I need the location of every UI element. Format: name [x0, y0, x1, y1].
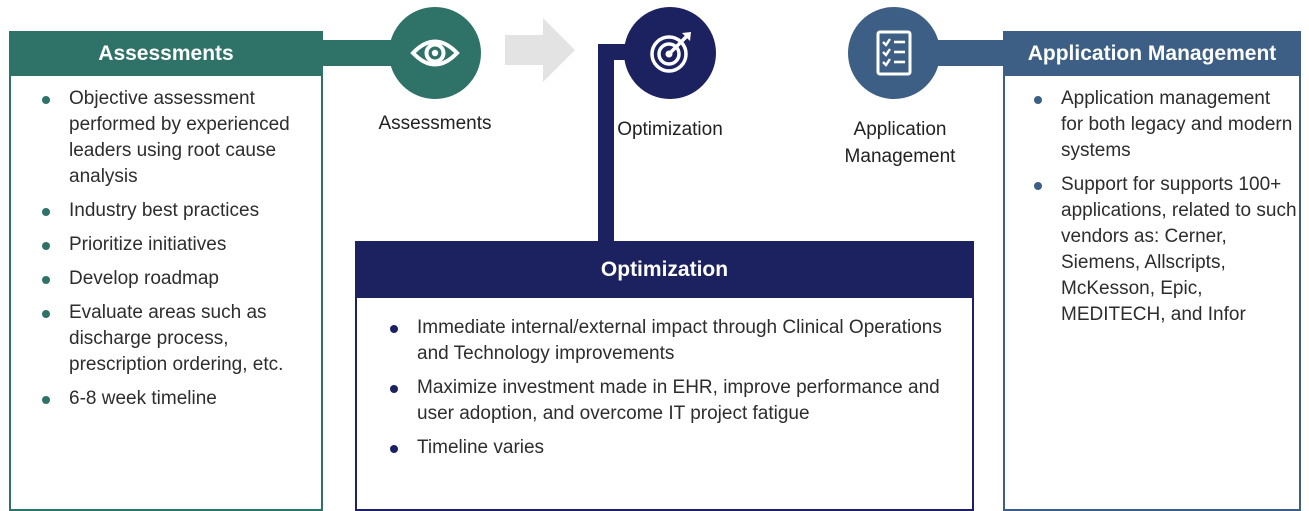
bullet-text: 6-8 week timeline — [69, 388, 217, 409]
bullet-dot — [42, 396, 50, 404]
list-item: Develop roadmap — [35, 266, 315, 292]
bullet-text: Immediate internal/external impact throu… — [417, 317, 942, 364]
assessments-bullet-list: Objective assessment performed by experi… — [35, 86, 315, 420]
step-label-application-management: Application Management — [830, 116, 970, 170]
step-label-line-2: Management — [844, 146, 956, 167]
bullet-text: Timeline varies — [417, 437, 545, 458]
list-item: Application management for both legacy a… — [1027, 86, 1297, 164]
list-item: 6-8 week timeline — [35, 386, 315, 412]
connector-optimization-vertical — [598, 44, 614, 244]
optimization-panel: Optimization Immediate internal/external… — [355, 241, 974, 511]
bullet-dot — [1034, 182, 1042, 190]
application-management-panel: Application Management Application manag… — [1003, 31, 1301, 511]
bullet-dot — [42, 96, 50, 104]
step-label-optimization: Optimization — [617, 119, 723, 140]
bullet-text: Maximize investment made in EHR, improve… — [417, 377, 940, 424]
arrow-icon — [505, 18, 575, 82]
bullet-dot — [1034, 96, 1042, 104]
bullet-text: Evaluate areas such as discharge process… — [69, 302, 284, 375]
optimization-circle — [624, 7, 716, 99]
bullet-text: Industry best practices — [69, 200, 260, 221]
application-management-circle — [848, 7, 940, 99]
bullet-dot — [42, 310, 50, 318]
list-item: Objective assessment performed by experi… — [35, 86, 315, 190]
bullet-text: Support for supports 100+ applications, … — [1061, 174, 1297, 325]
list-item: Industry best practices — [35, 198, 315, 224]
optimization-panel-body: Immediate internal/external impact throu… — [355, 298, 974, 511]
assessments-panel-title: Assessments — [9, 31, 323, 76]
application-management-panel-title: Application Management — [1003, 31, 1301, 76]
application-management-panel-body: Application management for both legacy a… — [1003, 76, 1301, 511]
step-label-assessments: Assessments — [378, 113, 492, 134]
list-item: Immediate internal/external impact throu… — [383, 315, 963, 367]
list-item: Support for supports 100+ applications, … — [1027, 172, 1297, 328]
list-item: Prioritize initiatives — [35, 232, 315, 258]
bullet-dot — [390, 385, 398, 393]
optimization-panel-title: Optimization — [355, 241, 974, 298]
application-management-bullet-list: Application management for both legacy a… — [1027, 86, 1297, 336]
eye-icon — [410, 39, 460, 67]
assessments-panel-body: Objective assessment performed by experi… — [9, 76, 323, 511]
bullet-dot — [390, 325, 398, 333]
assessments-circle — [389, 7, 481, 99]
bullet-text: Develop roadmap — [69, 268, 219, 289]
bullet-dot — [390, 445, 398, 453]
list-item: Timeline varies — [383, 435, 963, 461]
bullet-dot — [42, 208, 50, 216]
bullet-dot — [42, 276, 50, 284]
list-item: Maximize investment made in EHR, improve… — [383, 375, 963, 427]
bullet-dot — [42, 242, 50, 250]
target-icon — [650, 32, 691, 73]
step-label-line-1: Application — [853, 119, 947, 140]
connector-application-management — [935, 40, 1007, 66]
connector-assessments — [320, 40, 395, 66]
assessments-panel: Assessments Objective assessment perform… — [9, 31, 323, 511]
bullet-text: Application management for both legacy a… — [1061, 88, 1293, 161]
bullet-text: Prioritize initiatives — [69, 234, 227, 255]
optimization-bullet-list: Immediate internal/external impact throu… — [383, 315, 963, 469]
list-item: Evaluate areas such as discharge process… — [35, 300, 315, 378]
bullet-text: Objective assessment performed by experi… — [69, 88, 290, 187]
checklist-icon — [876, 30, 912, 76]
